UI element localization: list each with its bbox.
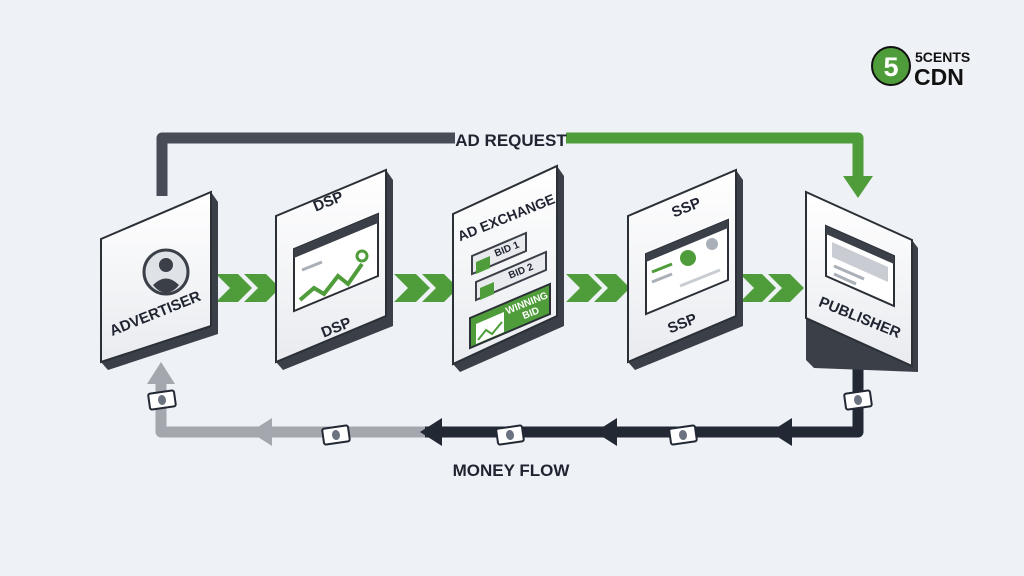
money-arrowhead bbox=[250, 418, 272, 446]
dashboard-window-icon bbox=[645, 218, 729, 316]
money-arrowhead bbox=[420, 418, 442, 446]
money-arrowhead-up bbox=[147, 362, 175, 384]
money-arrowhead bbox=[770, 418, 792, 446]
money-arrowhead bbox=[595, 418, 617, 446]
ad-request-arrowhead bbox=[843, 176, 873, 198]
brand-name-top: 5CENTS bbox=[915, 49, 970, 65]
banknote-icon bbox=[843, 389, 873, 411]
money-flow-label: MONEY FLOW bbox=[453, 461, 571, 480]
ad-exchange-card: AD EXCHANGE BID 1 BID 2 WINNING BID bbox=[452, 164, 564, 372]
bid-2-item: BID 2 bbox=[475, 250, 547, 302]
ad-request-path: AD REQUEST bbox=[156, 131, 873, 198]
winning-bid-item: WINNING BID bbox=[469, 282, 551, 350]
flow-chevrons-4 bbox=[740, 274, 804, 302]
flow-chevrons-2 bbox=[394, 274, 458, 302]
banknote-icon bbox=[495, 424, 525, 446]
user-avatar-icon bbox=[142, 248, 190, 296]
bid-1-item: BID 1 bbox=[471, 231, 527, 276]
dsp-card: DSP DSP bbox=[275, 168, 393, 370]
flow-chevrons-3 bbox=[566, 274, 630, 302]
analytics-browser-icon bbox=[293, 212, 379, 313]
advertiser-card: ADVERTISER bbox=[100, 190, 218, 370]
brand-name-bottom: CDN bbox=[914, 64, 964, 90]
banknote-icon bbox=[147, 389, 177, 411]
banknote-icon bbox=[321, 424, 351, 446]
publisher-card: PUBLISHER bbox=[805, 190, 918, 372]
webpage-icon bbox=[825, 224, 895, 308]
banknote-icon bbox=[668, 424, 698, 446]
money-flow-path: MONEY FLOW bbox=[147, 352, 873, 480]
ssp-card: SSP SSP bbox=[627, 168, 743, 370]
ad-request-label: AD REQUEST bbox=[455, 131, 567, 150]
brand-logo: 5 5CENTS CDN bbox=[871, 46, 970, 90]
brand-badge-number: 5 bbox=[883, 52, 898, 82]
brand-badge-icon bbox=[872, 47, 910, 85]
flow-chevrons-1 bbox=[216, 274, 280, 302]
